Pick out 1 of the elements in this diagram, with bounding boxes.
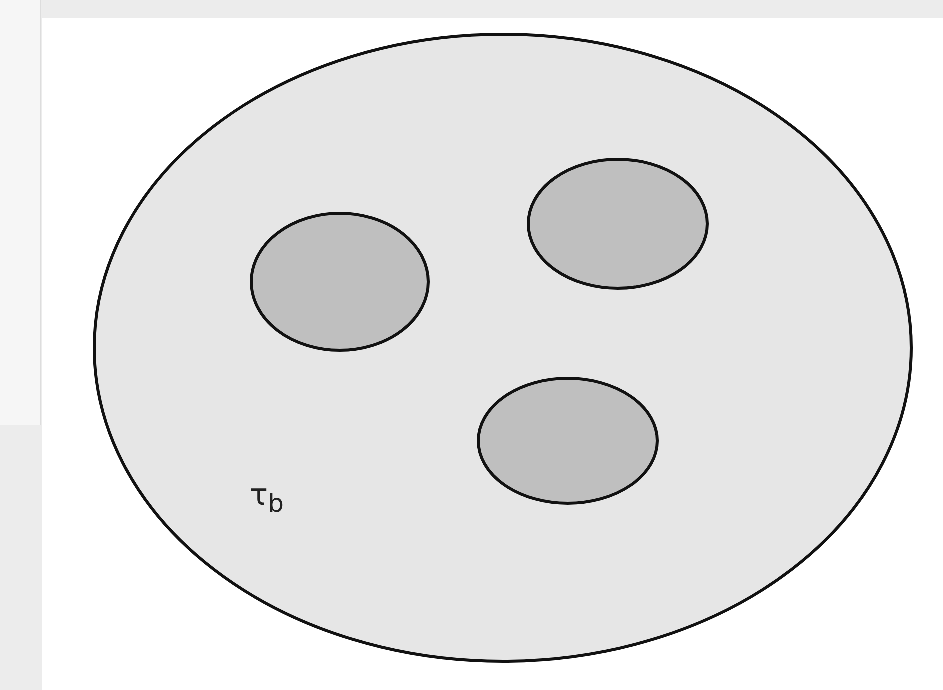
set-label: τ$_{b}$: [250, 478, 284, 518]
